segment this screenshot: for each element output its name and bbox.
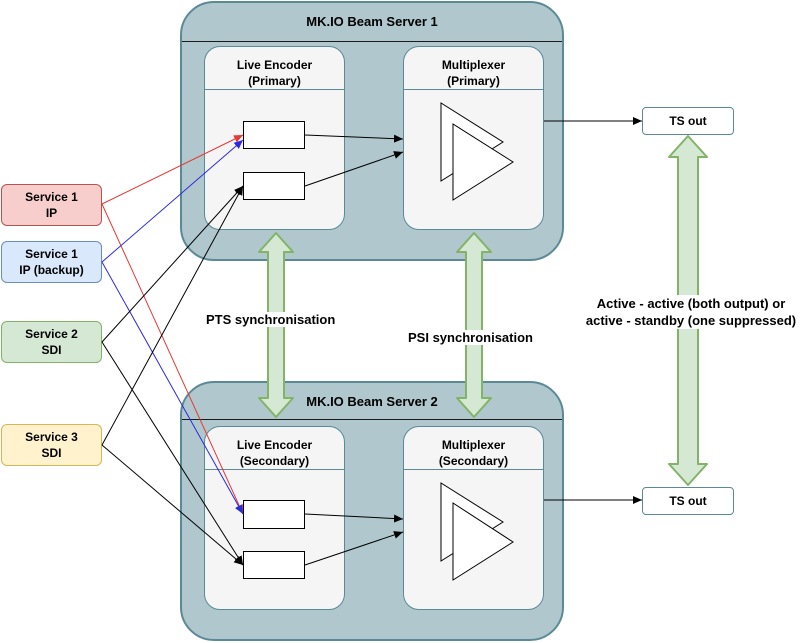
mux-secondary-icon <box>440 482 514 581</box>
service-2-sdi: Service 2 SDI <box>1 321 102 363</box>
ts-out-1: TS out <box>642 107 734 135</box>
service1-to-secondary <box>101 203 244 515</box>
encoder-secondary-title: Live Encoder (Secondary) <box>236 438 313 468</box>
service2-to-secondary <box>101 341 244 566</box>
psi-sync-label: PSI synchronisation <box>406 330 535 345</box>
encoder-secondary-input-2 <box>243 551 305 579</box>
mux-secondary-divider <box>404 469 543 470</box>
service1-backup-to-primary <box>101 139 244 263</box>
multiplexer-secondary: Multiplexer (Secondary) <box>403 426 544 610</box>
enc-primary-2-to-mux <box>304 151 404 187</box>
service1-to-primary <box>101 134 244 205</box>
encoder-primary-divider <box>205 89 344 90</box>
service3-to-secondary <box>101 444 244 566</box>
encoder-secondary-input-1 <box>243 500 305 529</box>
mux-primary-title: Multiplexer (Primary) <box>441 58 506 88</box>
server-1-divider <box>182 41 562 42</box>
enc-secondary-1-to-mux <box>304 513 404 523</box>
service-3-sdi: Service 3 SDI <box>1 424 102 466</box>
mux-primary-icon <box>440 102 514 201</box>
server-1-title: MK.IO Beam Server 1 <box>306 14 438 29</box>
mux-primary-divider <box>404 89 543 90</box>
service1-backup-to-secondary <box>101 261 244 515</box>
ts-out-2: TS out <box>642 487 734 515</box>
enc-primary-1-to-mux <box>304 134 404 143</box>
encoder-secondary-divider <box>205 469 344 470</box>
service3-to-primary <box>101 185 244 446</box>
live-encoder-secondary: Live Encoder (Secondary) <box>204 426 345 610</box>
encoder-primary-input-1 <box>243 121 305 149</box>
encoder-primary-title: Live Encoder (Primary) <box>236 58 313 88</box>
pts-sync-label: PTS synchronisation <box>204 312 338 327</box>
service-1-ip-backup: Service 1 IP (backup) <box>1 241 102 283</box>
psi-sync-arrow <box>456 232 492 418</box>
server-2-divider <box>182 419 562 420</box>
mux-secondary-title: Multiplexer (Secondary) <box>438 438 509 468</box>
server-2-title: MK.IO Beam Server 2 <box>306 394 438 409</box>
service2-to-primary <box>101 185 244 343</box>
redundancy-label: Active - active (both output) or active … <box>578 295 804 329</box>
service-1-ip: Service 1 IP <box>1 184 102 226</box>
enc-secondary-2-to-mux <box>304 531 404 566</box>
encoder-primary-input-2 <box>243 172 305 200</box>
